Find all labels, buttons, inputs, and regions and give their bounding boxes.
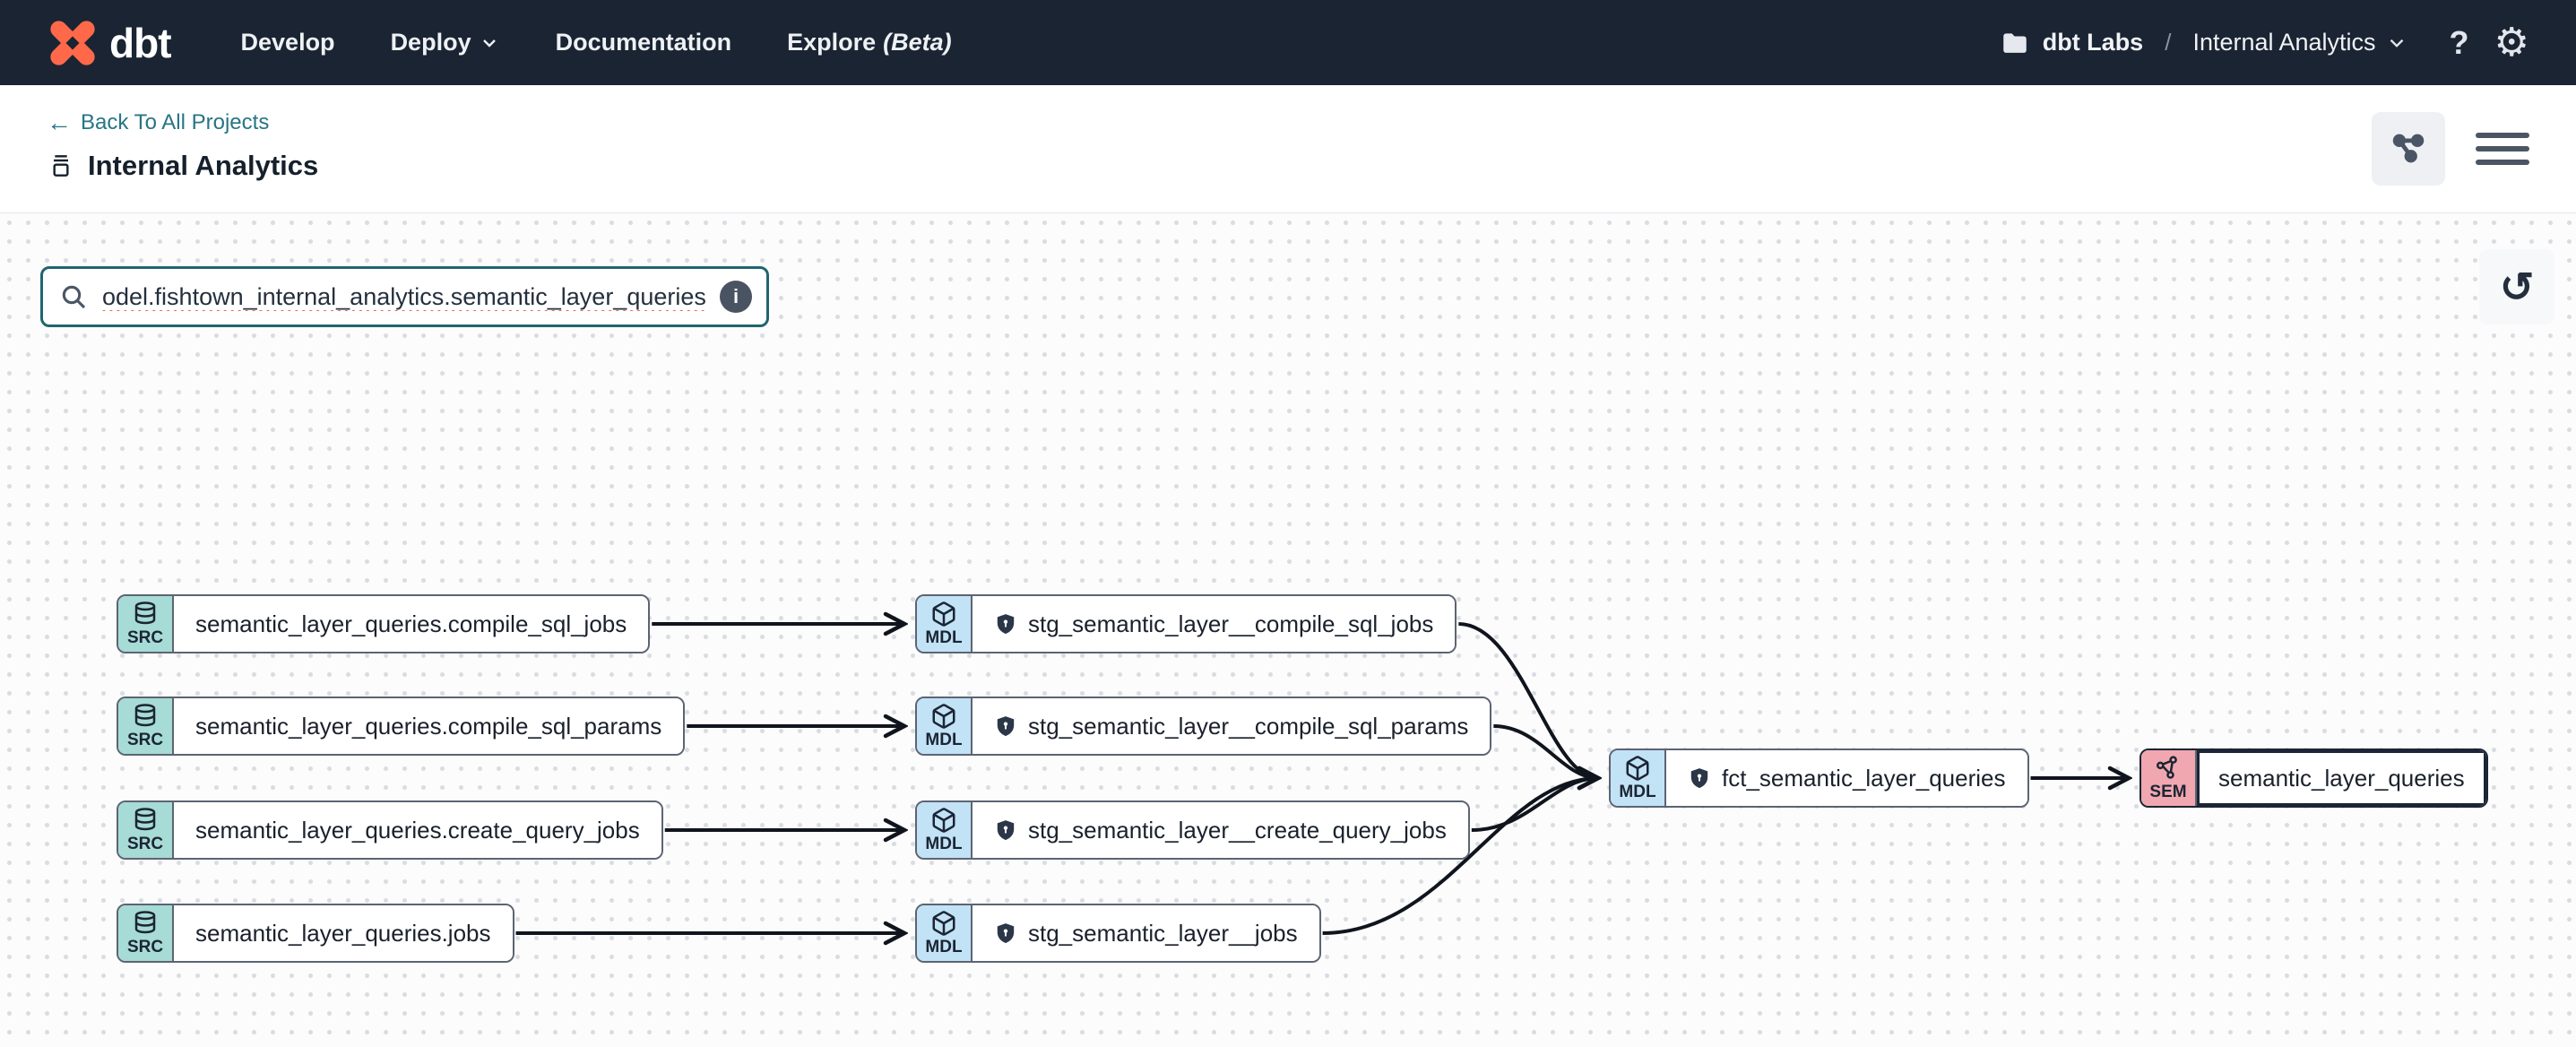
node-src1[interactable]: SRC semantic_layer_queries.compile_sql_jo…: [117, 594, 651, 653]
badge-label: MDL: [925, 834, 963, 853]
cube-icon: [932, 703, 955, 729]
src-badge: SRC: [118, 905, 174, 961]
node-label: semantic_layer_queries.compile_sql_jobs: [174, 596, 649, 652]
src-badge: SRC: [118, 596, 174, 652]
mdl-badge: MDL: [1611, 750, 1666, 806]
lineage-view-button[interactable]: [2372, 112, 2445, 186]
sem-badge: SEM: [2141, 750, 2197, 806]
src-badge: SRC: [118, 698, 174, 754]
cube-icon: [932, 601, 955, 627]
chevron-down-icon: [482, 39, 496, 48]
shield-icon: [997, 923, 1015, 944]
back-arrow-icon: ←: [47, 108, 72, 136]
badge-label: SRC: [126, 834, 164, 853]
search-icon: [62, 285, 86, 309]
node-fct[interactable]: MDL fct_semantic_layer_queries: [1609, 748, 2029, 808]
top-navigation: dbt Develop Deploy Documentation Explore…: [0, 0, 2576, 85]
back-to-projects-link[interactable]: ← Back To All Projects: [47, 108, 270, 136]
lineage-canvas[interactable]: SRC semantic_layer_queries.compile_sql_jo…: [0, 213, 2576, 1047]
hamburger-icon: [2476, 133, 2529, 138]
mdl-badge: MDL: [917, 905, 972, 961]
node-mdl1[interactable]: MDL stg_semantic_layer__compile_sql_jobs: [915, 594, 1457, 653]
dbt-logo[interactable]: dbt: [47, 17, 172, 69]
explore-beta-tag: (Beta): [883, 29, 952, 56]
dbt-logo-text: dbt: [109, 19, 172, 66]
src-badge: SRC: [118, 802, 174, 858]
page-title: Internal Analytics: [88, 150, 319, 181]
node-label: stg_semantic_layer__jobs: [972, 905, 1319, 961]
list-view-button[interactable]: [2476, 122, 2529, 176]
shield-icon: [997, 716, 1015, 737]
node-sem[interactable]: SEM semantic_layer_queries: [2139, 748, 2488, 808]
node-label: stg_semantic_layer__create_query_jobs: [972, 802, 1468, 858]
database-icon: [134, 601, 156, 624]
node-label: stg_semantic_layer__compile_sql_jobs: [972, 596, 1456, 652]
database-icon: [134, 807, 156, 830]
database-icon: [134, 910, 156, 933]
help-icon[interactable]: ?: [2449, 23, 2469, 61]
mdl-badge: MDL: [917, 802, 972, 858]
lineage-graph: SRC semantic_layer_queries.compile_sql_jo…: [0, 213, 2576, 1047]
search-value: odel.fishtown_internal_analytics.semanti…: [102, 282, 705, 310]
dbt-logo-icon: [50, 20, 95, 65]
gear-icon[interactable]: ⚙: [2494, 20, 2529, 65]
cube-icon: [932, 910, 955, 936]
badge-label: SRC: [126, 730, 164, 749]
nav-item-develop[interactable]: Develop: [240, 29, 335, 56]
shield-icon: [997, 614, 1015, 635]
badge-label: MDL: [1619, 782, 1656, 801]
nav-item-documentation[interactable]: Documentation: [555, 29, 732, 56]
info-icon[interactable]: i: [720, 281, 752, 313]
shield-icon: [1690, 768, 1708, 789]
mdl-badge: MDL: [917, 596, 972, 652]
view-toggle-group: [2372, 112, 2529, 186]
node-src4[interactable]: SRC semantic_layer_queries.jobs: [117, 904, 514, 963]
node-label: semantic_layer_queries: [2197, 750, 2486, 806]
nav-right: dbt Labs / Internal Analytics ? ⚙: [2000, 20, 2529, 65]
project-switcher[interactable]: Internal Analytics: [2192, 29, 2407, 56]
node-mdl2[interactable]: MDL stg_semantic_layer__compile_sql_param…: [915, 697, 1492, 756]
node-label: semantic_layer_queries.create_query_jobs: [174, 802, 661, 858]
page-header: ← Back To All Projects Internal Analytic…: [0, 85, 2576, 213]
folder-icon: [2002, 32, 2027, 53]
node-mdl3[interactable]: MDL stg_semantic_layer__create_query_jobs: [915, 800, 1470, 860]
badge-label: MDL: [925, 730, 963, 749]
chevron-down-icon: [2390, 39, 2403, 48]
node-label: semantic_layer_queries.jobs: [174, 905, 513, 961]
lineage-icon: [2392, 134, 2425, 163]
reset-view-button[interactable]: ↺: [2479, 249, 2554, 324]
shield-icon: [997, 820, 1015, 841]
search-input[interactable]: odel.fishtown_internal_analytics.semanti…: [40, 266, 769, 327]
project-icon: [53, 155, 69, 177]
database-icon: [134, 703, 156, 726]
semantic-model-icon: [2156, 755, 2177, 779]
node-label: stg_semantic_layer__compile_sql_params: [972, 698, 1491, 754]
reset-icon: ↺: [2499, 264, 2535, 310]
cube-icon: [1626, 755, 1649, 781]
badge-label: SRC: [126, 937, 164, 956]
nav-item-deploy[interactable]: Deploy: [391, 29, 500, 56]
node-src3[interactable]: SRC semantic_layer_queries.create_query_j…: [117, 800, 663, 860]
node-label: semantic_layer_queries.compile_sql_param…: [174, 698, 684, 754]
node-label: fct_semantic_layer_queries: [1666, 750, 2027, 806]
account-switcher[interactable]: dbt Labs: [2000, 28, 2143, 58]
node-src2[interactable]: SRC semantic_layer_queries.compile_sql_pa…: [117, 697, 686, 756]
breadcrumb-separator: /: [2165, 29, 2172, 56]
badge-label: MDL: [925, 937, 963, 956]
cube-icon: [932, 807, 955, 833]
mdl-badge: MDL: [917, 698, 972, 754]
badge-label: MDL: [925, 627, 963, 647]
nav-menu: Develop Deploy Documentation Explore (Be…: [241, 29, 952, 56]
badge-label: SRC: [126, 627, 164, 647]
badge-label: SEM: [2149, 782, 2187, 801]
nav-item-explore[interactable]: Explore (Beta): [787, 29, 952, 56]
node-mdl4[interactable]: MDL stg_semantic_layer__jobs: [915, 904, 1321, 963]
